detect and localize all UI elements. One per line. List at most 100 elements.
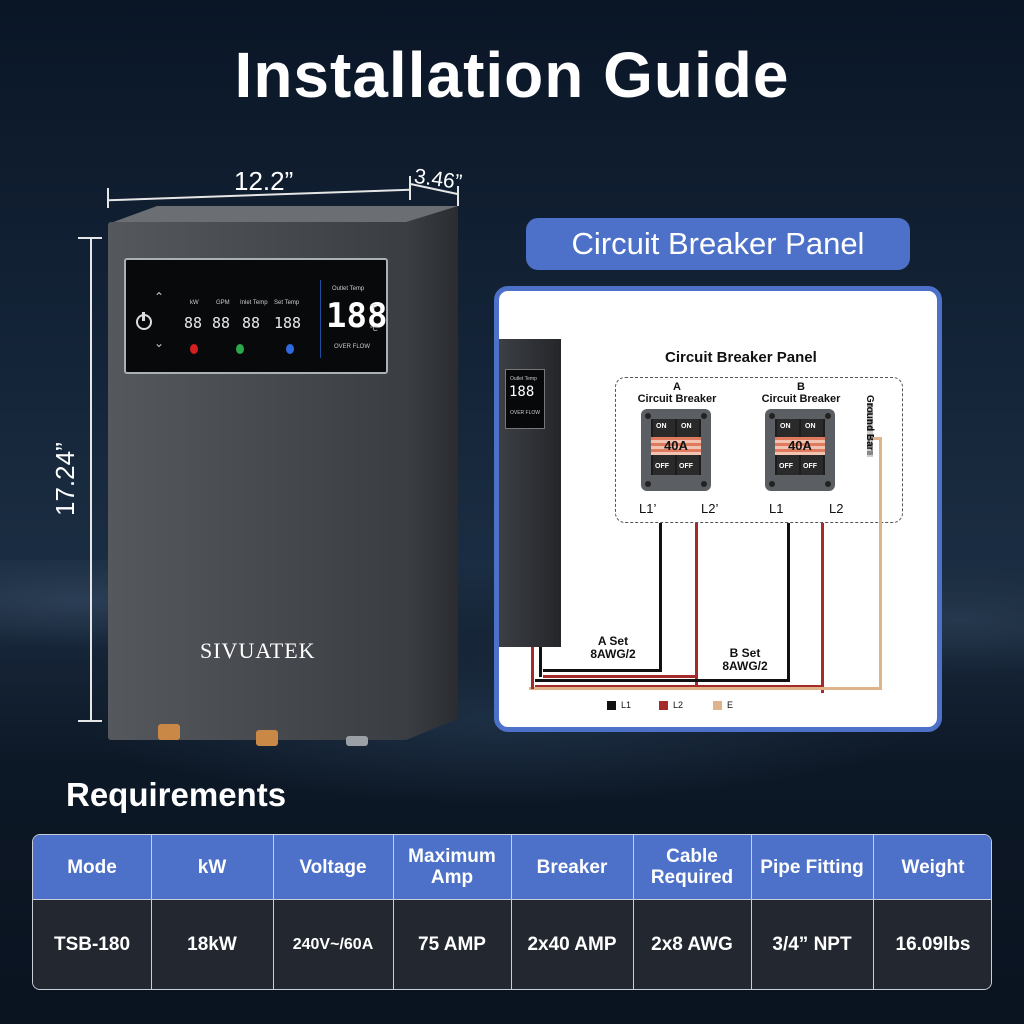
wire-ground-vertical [879, 437, 882, 687]
requirements-value-cell: 75 AMP [418, 934, 486, 955]
ground-bar-label: Ground Bar [864, 395, 875, 451]
requirements-value-cell: TSB-180 [53, 934, 131, 955]
width-dimension-tick [409, 176, 411, 200]
ground-bar [867, 403, 873, 457]
inlet-temp-display: 88 [242, 314, 261, 332]
gpm-label: GPM [216, 300, 230, 306]
breaker-b-letter: B [797, 381, 805, 393]
breaker-b-stripe [775, 437, 825, 455]
mini-over-flow-label: OVER FLOW [510, 410, 541, 416]
column-divider [633, 835, 634, 989]
cold-water-drop-icon [286, 344, 294, 354]
brand-logo: SIVUATEK [200, 638, 316, 663]
height-dimension-label: 17.24” [50, 442, 80, 516]
diagram-title: Circuit Breaker Panel [665, 349, 817, 366]
screw [769, 413, 775, 419]
breaker-a-stripe [651, 437, 701, 455]
wire-drop-b [539, 647, 542, 677]
circuit-breaker-diagram: Outlet Temp 188 OVER FLOW Circuit Breake… [494, 286, 942, 732]
heater-side-face [406, 206, 458, 740]
screw [825, 413, 831, 419]
screw [645, 481, 651, 487]
breaker-b-off-right: OFF [803, 463, 817, 470]
breaker-a-amp: 40A [664, 438, 688, 453]
legend-l1-swatch [607, 701, 616, 710]
wire-drop-a [531, 647, 534, 689]
circuit-breaker-panel-heading: Circuit Breaker Panel [526, 218, 910, 270]
legend-l2-label: L2 [673, 700, 684, 710]
breaker-a-body: 40A ON ON OFF OFF [651, 419, 701, 475]
water-inlet-fitting [158, 724, 180, 740]
column-divider [151, 835, 152, 989]
wire-a-l1 [659, 523, 662, 671]
legend-e-swatch [713, 701, 722, 710]
b-set-title: B Set [729, 646, 761, 660]
height-dimension-tick [78, 237, 102, 239]
requirements-value-cell: 3/4” NPT [772, 934, 852, 955]
breaker-b-off-left: OFF [779, 463, 793, 470]
breaker-enclosure [615, 377, 903, 523]
requirements-header-cell: Pipe Fitting [760, 856, 864, 878]
legend-e-label: E [727, 700, 734, 710]
screw [825, 481, 831, 487]
hot-water-drop-icon [190, 344, 198, 354]
requirements-value-cell: 18kW [187, 934, 237, 955]
breaker-a-off-left: OFF [655, 463, 669, 470]
wire-b-l1-horizontal [535, 679, 790, 682]
over-flow-label: OVER FLOW [334, 344, 371, 350]
requirements-header-cell: Cable Required [650, 846, 734, 888]
wire-b-l2 [821, 523, 824, 693]
width-dimension-label: 12.2” [234, 166, 294, 196]
column-divider [393, 835, 394, 989]
wire-a-l2-horizontal [543, 675, 698, 678]
mini-outlet-temp-display: 188 [509, 384, 535, 400]
a-set-gauge: 8AWG/2 [590, 647, 636, 661]
requirements-value-cell: 2x40 AMP [527, 934, 617, 955]
kw-label: kW [190, 300, 199, 306]
fahrenheit-unit: °F [370, 304, 378, 311]
gpm-display: 88 [212, 314, 231, 332]
depth-dimension-tick [457, 186, 459, 206]
electrical-fitting [346, 736, 368, 746]
eco-leaf-icon [236, 344, 244, 354]
lead-l2-prime: L2’ [701, 501, 719, 516]
heater-control-panel: ⌃ ⌄ kW GPM Inlet Temp Set Temp Outlet Te… [124, 258, 388, 374]
breaker-b-on-left: ON [780, 423, 791, 430]
requirements-header-cell: Weight [901, 856, 965, 878]
breaker-a: 40A ON ON OFF OFF [641, 409, 711, 491]
water-outlet-fitting [256, 730, 278, 746]
breaker-b-on-right: ON [805, 423, 816, 430]
kw-display: 88 [184, 314, 203, 332]
wire-b-l2-horizontal [535, 685, 824, 688]
lead-l1: L1 [769, 501, 784, 516]
row-divider [33, 899, 991, 900]
depth-dimension-label: 3.46” [412, 164, 464, 195]
mini-heater-panel: Outlet Temp 188 OVER FLOW [505, 369, 545, 429]
requirements-header-cell: Voltage [299, 856, 367, 878]
set-temp-label: Set Temp [274, 300, 300, 306]
width-dimension-tick [107, 188, 109, 208]
column-divider [511, 835, 512, 989]
chevron-down-icon: ⌄ [154, 336, 165, 350]
screw [701, 481, 707, 487]
breaker-a-caption: Circuit Breaker [637, 393, 717, 405]
mini-outlet-temp-label: Outlet Temp [510, 376, 537, 382]
requirements-header-cell: kW [197, 856, 227, 878]
b-set-label: B Set 8AWG/2 [705, 647, 785, 673]
wire-ground-horizontal [529, 687, 882, 690]
requirements-heading: Requirements [66, 776, 287, 813]
breaker-a-on-left: ON [656, 423, 667, 430]
b-set-gauge: 8AWG/2 [722, 659, 768, 673]
requirements-value-cell: 16.09lbs [895, 934, 971, 955]
lead-l2: L2 [829, 501, 844, 516]
a-set-label: A Set 8AWG/2 [573, 635, 653, 661]
wire-a-l1-horizontal [543, 669, 662, 672]
screw [645, 413, 651, 419]
power-icon [136, 312, 152, 330]
breaker-a-off-right: OFF [679, 463, 693, 470]
requirements-value-row [33, 899, 991, 989]
screw [769, 481, 775, 487]
inlet-temp-label: Inlet Temp [240, 300, 268, 306]
breaker-a-label: A Circuit Breaker [633, 381, 721, 405]
